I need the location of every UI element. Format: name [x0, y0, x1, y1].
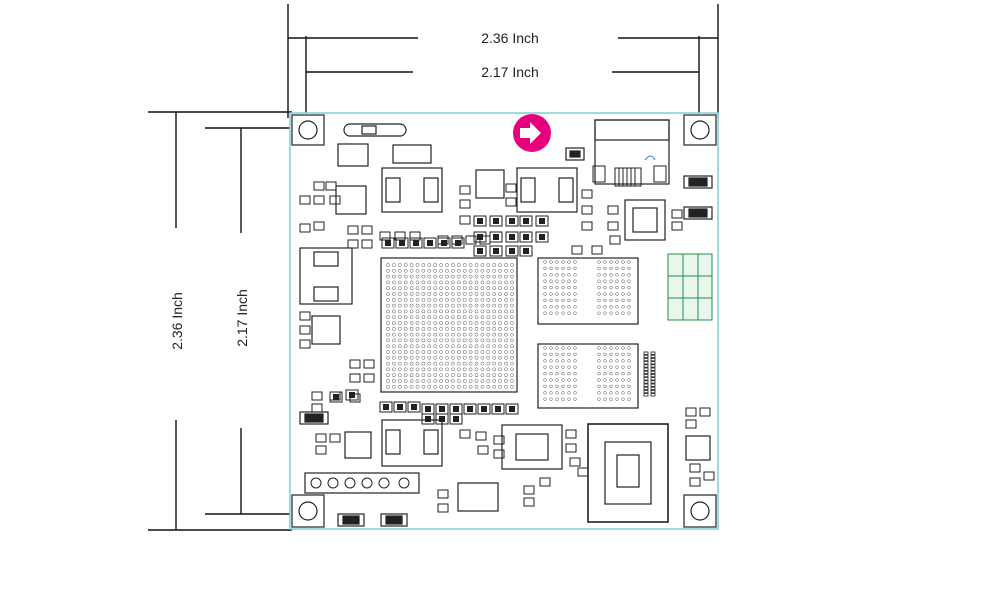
fpga-bga-chip — [380, 257, 518, 393]
inductor-left — [299, 247, 353, 305]
qfn-chip-right — [624, 199, 666, 241]
inductor-top-left — [381, 167, 443, 213]
usb-pads — [592, 155, 667, 187]
inductor-bottom — [381, 419, 443, 467]
memory-chip-bottom — [537, 343, 639, 409]
pin-header — [304, 472, 420, 494]
inner-width-label: 2.17 Inch — [481, 64, 539, 80]
dimension-lines — [148, 4, 719, 531]
inductor-top-mid — [516, 167, 578, 213]
mounting-hole-icon — [683, 114, 717, 146]
inner-height-label: 2.17 Inch — [234, 289, 250, 347]
mounting-hole-icon — [291, 494, 325, 528]
header-pads — [310, 477, 410, 489]
memory-balls — [543, 260, 631, 401]
memory-chip-top — [537, 257, 639, 325]
smd-pads — [329, 215, 549, 425]
outer-width-label: 2.36 Inch — [481, 30, 539, 46]
qfn-chip-bottom — [501, 424, 563, 470]
mounting-hole-icon — [291, 114, 325, 146]
arrow-right-circle-icon — [513, 114, 551, 152]
bga-balls — [386, 263, 514, 389]
passive-components — [299, 181, 715, 513]
components — [299, 119, 711, 523]
crystal — [457, 482, 499, 512]
mounting-hole-icon — [683, 494, 717, 528]
reset-button — [343, 123, 407, 137]
mounting-holes — [291, 114, 717, 528]
leds — [299, 147, 713, 527]
connector-table — [667, 253, 713, 321]
outer-height-label: 2.36 Inch — [169, 292, 185, 350]
pin-strip — [643, 351, 656, 397]
